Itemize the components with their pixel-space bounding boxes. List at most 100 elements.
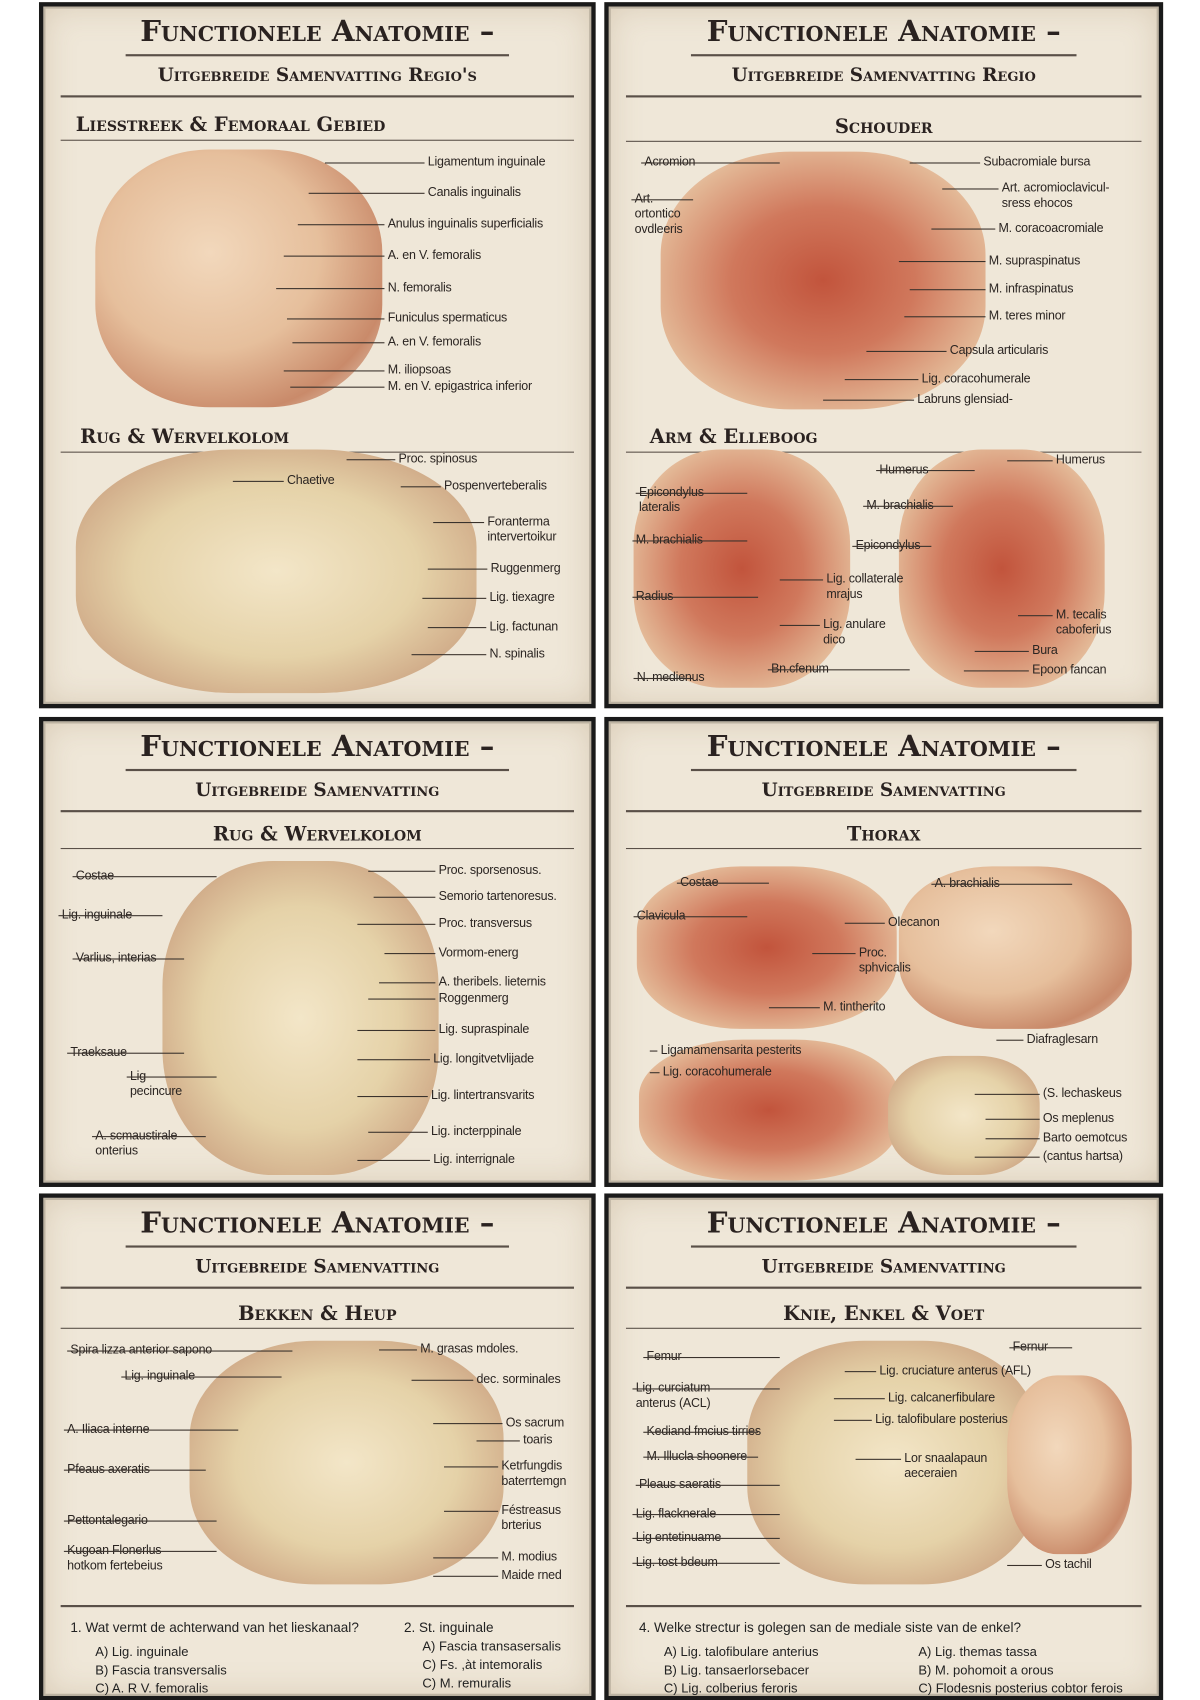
- leader-line: [844, 379, 919, 381]
- poster-title: Functionele Anatomie –: [706, 15, 1061, 49]
- leader-line: [909, 162, 981, 164]
- quiz-option[interactable]: C) A. R V. femoralis: [95, 1680, 209, 1696]
- section-heading: Schouder: [834, 115, 933, 139]
- leader-line: [635, 1484, 780, 1486]
- leader-line: [833, 1419, 872, 1421]
- anatomy-label: Anulus inguinalis superficialis: [387, 217, 544, 231]
- anatomy-label: A. en V. femoralis: [387, 249, 481, 263]
- anatomy-label: A. en V. femoralis: [387, 335, 481, 349]
- leader-line: [411, 1379, 474, 1381]
- section-divider: [625, 1327, 1142, 1329]
- title-divider: [690, 768, 1077, 772]
- leader-line: [863, 505, 954, 507]
- section-divider: [60, 139, 574, 141]
- anatomy-label: Pleaus saeratis: [638, 1478, 721, 1492]
- foot-illustration: [898, 866, 1132, 1029]
- leader-line: [844, 922, 885, 924]
- section-heading: Rug & Wervelkolom: [212, 823, 422, 846]
- quiz-divider: [60, 1605, 574, 1608]
- anatomy-label: A. scmaustirale onterius: [95, 1129, 178, 1158]
- leader-line: [985, 1138, 1040, 1140]
- leader-line: [357, 1095, 428, 1098]
- title-divider: [125, 768, 510, 772]
- leader-line: [373, 896, 436, 898]
- leader-line: [357, 1029, 436, 1032]
- leader-line: [63, 1429, 239, 1431]
- quiz-option[interactable]: C) M. remuralis: [422, 1675, 512, 1691]
- leader-line: [368, 998, 436, 1000]
- leader-line: [632, 540, 748, 542]
- leader-line: [632, 1562, 780, 1564]
- leader-line: [379, 982, 436, 984]
- anatomy-label: A. theribels. lieternis: [438, 975, 546, 989]
- title-divider: [125, 1245, 510, 1248]
- anatomy-label: toaris: [523, 1433, 553, 1447]
- poster-title: Functionele Anatomie –: [706, 1206, 1061, 1241]
- anatomy-label: dec. sorminales: [476, 1373, 561, 1387]
- quiz-option[interactable]: B) Lig. tansaerlorsebacer: [663, 1662, 810, 1678]
- quiz-option[interactable]: A) Fascia transasersalis: [422, 1638, 562, 1654]
- leader-line: [63, 1520, 217, 1522]
- leader-line: [963, 670, 1029, 672]
- leader-line: [633, 916, 748, 918]
- anatomy-label: Pospenverteberalis: [444, 479, 547, 493]
- subtitle-divider: [60, 95, 574, 98]
- leader-line: [1009, 1347, 1073, 1349]
- quiz-option[interactable]: A) Lig. inguinale: [95, 1643, 189, 1660]
- anatomy-label: (cantus hartsa): [1042, 1150, 1123, 1164]
- leader-line: [379, 1349, 417, 1351]
- leader-line: [866, 350, 947, 352]
- anatomy-label: Art. acromioclavicul- sress ehocos: [1001, 181, 1110, 211]
- anatomy-label: Féstreasus brterius: [501, 1504, 561, 1533]
- leader-line: [768, 1007, 820, 1009]
- subtitle-divider: [625, 1286, 1142, 1289]
- leader-line: [444, 1466, 499, 1468]
- leader-line: [632, 1514, 780, 1516]
- poster-title: Functionele Anatomie –: [140, 729, 495, 764]
- anatomy-label: Epicondylus lateralis: [638, 486, 704, 515]
- anatomy-label: Os meplenus: [1042, 1112, 1114, 1126]
- subtitle-divider: [60, 1286, 574, 1289]
- leader-line: [1007, 460, 1053, 462]
- anatomy-label: Lig. cruciature anterus (AFL): [879, 1364, 1031, 1378]
- section-heading: Knie, Enkel & Voet: [783, 1302, 985, 1326]
- leader-line: [632, 596, 759, 598]
- anatomy-label: Lig. incterppinale: [431, 1125, 522, 1139]
- leader-line: [433, 1557, 499, 1559]
- ankle-illustration: [1007, 1375, 1132, 1555]
- leader-line: [67, 1052, 185, 1054]
- leader-line: [63, 1550, 217, 1552]
- leader-line: [276, 288, 385, 290]
- anatomy-label: M. tecalis caboferius: [1055, 608, 1112, 637]
- anatomy-label: Lig. anulare dico: [823, 618, 886, 647]
- anatomy-label: Semorio tartenoresus.: [438, 890, 557, 904]
- subtitle-divider: [60, 810, 574, 813]
- quiz-option[interactable]: B) Fascia transversalis: [95, 1662, 227, 1678]
- leader-line: [676, 882, 769, 884]
- anatomy-label: Spira lizza anterior sapono: [70, 1344, 213, 1357]
- poster-subtitle: Uitgebreide Samenvatting Regio: [731, 64, 1036, 87]
- leader-line: [631, 199, 694, 201]
- leader-line: [368, 1131, 428, 1133]
- leader-line: [974, 1093, 1040, 1095]
- leader-line: [368, 870, 436, 872]
- quiz-option[interactable]: B) M. pohomoit a orous: [918, 1662, 1054, 1678]
- anatomy-label: Vormom-energ: [438, 946, 519, 960]
- quiz-option[interactable]: A) Lig. talofibulare anterius: [663, 1643, 819, 1660]
- leader-line: [357, 1159, 430, 1161]
- anatomy-label: M. infraspinatus: [988, 282, 1074, 296]
- anatomy-label: Pettontalegario: [67, 1514, 148, 1528]
- anatomy-label: Lor snaalapaun aeceraien: [904, 1452, 988, 1481]
- anatomy-label: Lig. supraspinale: [438, 1023, 530, 1037]
- quiz-option[interactable]: C) Fs. ,àt intemoralis: [422, 1656, 543, 1673]
- anatomy-label: Subacromiale bursa: [983, 155, 1091, 169]
- section-heading: Arm & Elleboog: [649, 425, 818, 449]
- quiz-option[interactable]: C) Lig. colberius feroris: [663, 1680, 798, 1696]
- leader-line: [297, 224, 385, 226]
- anatomy-label: M. iliopsoas: [387, 363, 451, 377]
- quiz-option[interactable]: A) Lig. themas tassa: [918, 1643, 1037, 1660]
- quiz-option[interactable]: C) Flodesnis posterius cobtor ferois: [918, 1680, 1123, 1696]
- spine-illustration: [75, 449, 477, 694]
- anatomy-label: Ruggenmerg: [490, 562, 561, 576]
